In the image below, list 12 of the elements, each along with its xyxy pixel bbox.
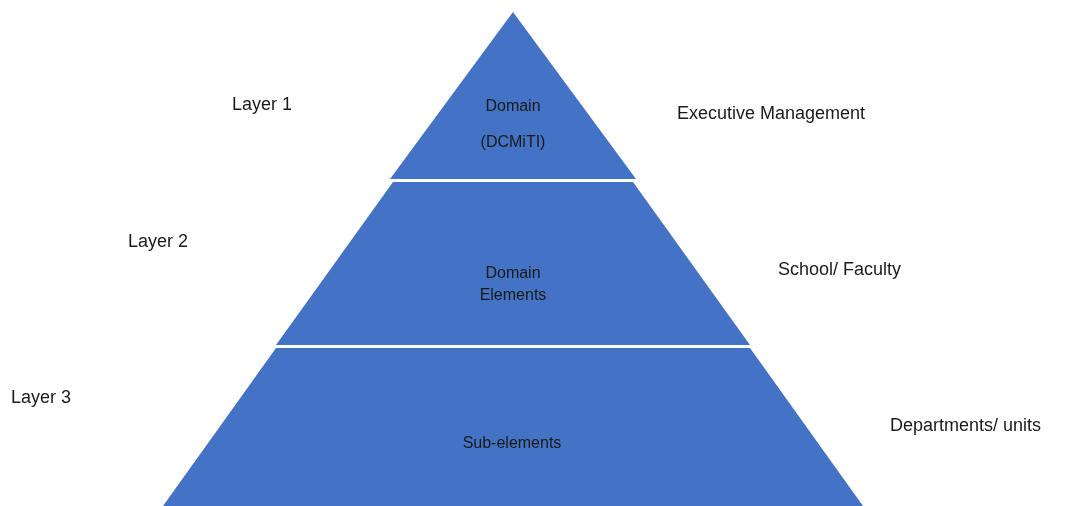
level-label: Departments/ units [890, 415, 1042, 436]
layer-label: Layer 2 [128, 231, 189, 252]
layer-label: Layer 3 [11, 387, 72, 408]
band-label: Domain Elements [478, 263, 548, 305]
band-label: Domain (DCMiTI) [479, 96, 547, 152]
layer-label: Layer 1 [232, 94, 293, 115]
level-label: Executive Management [677, 103, 866, 124]
level-label: School/ Faculty [778, 259, 902, 280]
pyramid-top-band [390, 12, 636, 179]
pyramid-band [276, 182, 750, 345]
pyramid-band [163, 348, 863, 506]
band-label: Sub-elements [461, 433, 563, 453]
